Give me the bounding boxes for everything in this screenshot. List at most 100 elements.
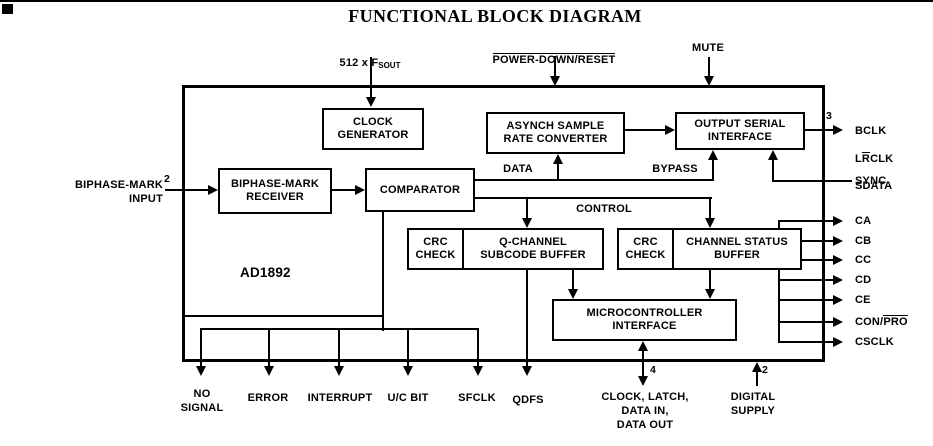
pin-512xfsout: 512 x FSOUT	[300, 42, 440, 73]
pin-cb: CB	[855, 235, 872, 247]
wire-label-bypass: BYPASS	[652, 163, 698, 175]
chip-outline	[182, 85, 825, 362]
pin-qdfs: QDFS	[512, 394, 544, 406]
wire	[805, 129, 834, 131]
arrowhead	[704, 76, 714, 86]
block-comparator: COMPARATOR	[365, 168, 475, 212]
arrowhead	[553, 154, 563, 164]
arrowhead	[833, 295, 843, 305]
wire	[772, 159, 774, 182]
wire	[778, 341, 834, 343]
block-asynch-sample-rate-converter: ASYNCH SAMPLE RATE CONVERTER	[486, 112, 625, 154]
wire	[778, 270, 780, 343]
wire	[165, 189, 210, 191]
block-crc-check-left: CRC CHECK	[407, 228, 464, 270]
arrowhead	[833, 236, 843, 246]
arrowhead	[550, 76, 560, 86]
arrowhead	[196, 366, 206, 376]
arrowhead	[522, 218, 532, 228]
wire	[642, 350, 644, 377]
arrowhead	[522, 366, 532, 376]
wire-label-control: CONTROL	[576, 203, 632, 215]
block-q-channel-subcode-buffer: Q-CHANNEL SUBCODE BUFFER	[462, 228, 604, 270]
arrowhead	[833, 216, 843, 226]
pin-uc-bit: U/C BIT	[387, 392, 429, 404]
arrowhead	[264, 366, 274, 376]
wire	[200, 328, 479, 330]
pin-mute: MUTE	[692, 42, 724, 54]
arrowhead	[366, 97, 376, 107]
wire	[778, 220, 834, 222]
pin-ca: CA	[855, 215, 872, 227]
pin-mc-signals: CLOCK, LATCH, DATA IN, DATA OUT	[601, 391, 689, 431]
arrowhead	[833, 275, 843, 285]
pin-512xfsout-sub: SOUT	[378, 61, 401, 70]
arrowhead	[403, 366, 413, 376]
arrowhead	[833, 125, 843, 135]
wire	[268, 330, 270, 367]
pin-biphase-mark-input: BIPHASE-MARK INPUT	[75, 179, 163, 205]
wire	[0, 0, 933, 2]
arrowhead	[208, 185, 218, 195]
block-channel-status-buffer: CHANNEL STATUS BUFFER	[672, 228, 802, 270]
arrowhead	[833, 255, 843, 265]
arrowhead	[833, 317, 843, 327]
wire	[708, 57, 710, 77]
wire	[712, 159, 714, 180]
wire	[200, 330, 202, 367]
wire	[774, 180, 852, 182]
wire	[332, 189, 357, 191]
pin-power-down-reset: POWER-DOWN/RESET	[468, 39, 640, 67]
wire	[382, 212, 384, 331]
wire	[802, 259, 834, 261]
wire	[554, 56, 556, 77]
wire	[184, 315, 384, 317]
pin-sdata: SDATA	[855, 180, 893, 192]
wire	[572, 270, 574, 290]
supply-bus-width: 2	[762, 364, 769, 376]
arrowhead	[355, 185, 365, 195]
pin-sync: SYNC	[855, 175, 887, 187]
pin-error: ERROR	[247, 392, 289, 404]
arrowhead	[665, 125, 675, 135]
arrowhead	[334, 366, 344, 376]
wire	[475, 179, 714, 181]
block-biphase-mark-receiver: BIPHASE-MARK RECEIVER	[218, 168, 332, 214]
arrowhead	[752, 362, 762, 372]
arrowhead	[473, 366, 483, 376]
mc-bus-width: 4	[650, 364, 657, 376]
wire	[756, 371, 758, 386]
wire	[475, 197, 712, 199]
pin-con-pro: CON/PRO	[855, 315, 908, 328]
wire-label-data: DATA	[503, 163, 533, 175]
wire	[338, 330, 340, 367]
block-microcontroller-interface: MICROCONTROLLER INTERFACE	[552, 299, 737, 341]
wire	[778, 299, 834, 301]
block-output-serial-interface: OUTPUT SERIAL INTERFACE	[675, 112, 805, 150]
pin-digital-supply: DIGITAL SUPPLY	[730, 391, 776, 417]
pin-ce: CE	[855, 294, 871, 306]
arrowhead	[705, 218, 715, 228]
pin-no-signal: NO SIGNAL	[180, 388, 224, 414]
pin-csclk: CSCLK	[855, 336, 894, 348]
pin-interrupt: INTERRUPT	[307, 392, 373, 404]
wire	[625, 129, 666, 131]
pin-cc: CC	[855, 254, 872, 266]
scan-artifact	[2, 4, 13, 14]
biphase-bus-width: 2	[164, 173, 171, 185]
wire	[526, 199, 528, 219]
serial-bus-width: 3	[826, 110, 833, 122]
wire	[477, 330, 479, 367]
wire	[370, 57, 372, 98]
block-crc-check-right: CRC CHECK	[617, 228, 674, 270]
block-clock-generator: CLOCK GENERATOR	[322, 108, 424, 150]
wire	[709, 199, 711, 219]
arrowhead	[568, 289, 578, 299]
arrowhead	[638, 341, 648, 351]
wire	[802, 240, 834, 242]
pin-cd: CD	[855, 274, 872, 286]
pin-sfclk: SFCLK	[458, 392, 496, 404]
pin-bclk: BCLK	[855, 125, 887, 137]
arrowhead	[708, 150, 718, 160]
